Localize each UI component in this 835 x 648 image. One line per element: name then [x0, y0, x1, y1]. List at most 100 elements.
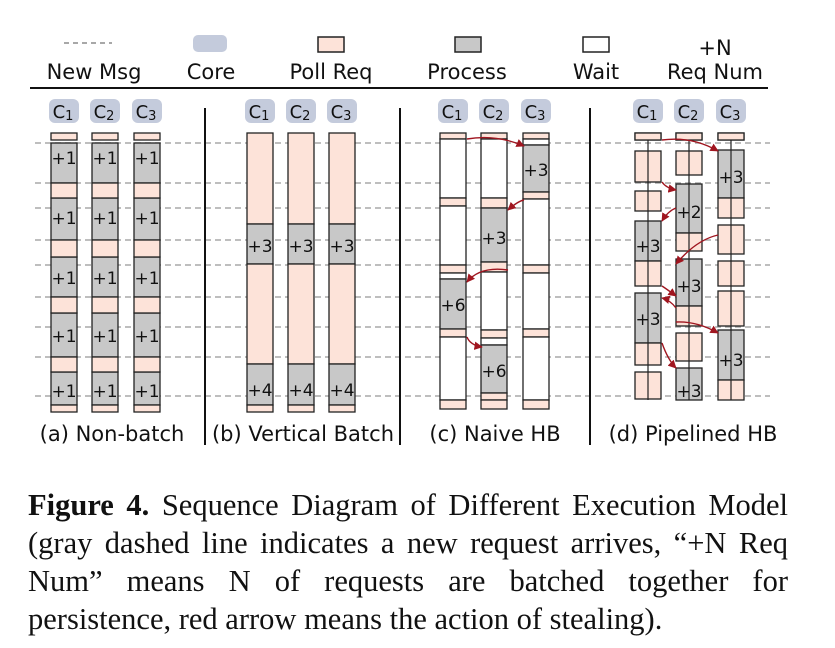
poll-block [439, 399, 467, 410]
process-block [133, 142, 161, 184]
poll-block [50, 404, 78, 413]
batch-label: +1 [134, 269, 159, 289]
core-swatch [193, 35, 227, 52]
steal-arrows [466, 136, 719, 369]
poll-block [328, 263, 356, 365]
core-badge [521, 99, 551, 123]
poll-block [328, 132, 356, 225]
steal-arrow [661, 138, 719, 152]
process-block [91, 142, 119, 184]
poll-block [328, 404, 356, 413]
process-block [91, 312, 119, 358]
wait-block [439, 272, 467, 280]
batch-label: +1 [51, 209, 76, 229]
core-badge [245, 99, 275, 123]
batch-label: +1 [134, 382, 159, 402]
batch-label: +3 [635, 237, 660, 257]
steal-arrow [661, 342, 677, 369]
poll-block [439, 197, 467, 207]
steal-arrow [661, 181, 677, 193]
figure-caption: Figure 4. Sequence Diagram of Different … [28, 486, 788, 638]
panel-b-label: (b) Vertical Batch [212, 422, 394, 446]
timeline-blocks [50, 132, 745, 413]
process-swatch [454, 36, 482, 53]
panel-d-label: (d) Pipelined HB [609, 422, 778, 446]
process-block [287, 223, 315, 265]
poll-block [480, 399, 508, 410]
batch-label: +3 [247, 237, 272, 257]
batch-labels: +1+1+1+1+1+1+1+1+1+1+1+1+1+1+1+3+4+3+4+3… [51, 149, 743, 402]
wait-block [480, 138, 508, 199]
poll-block [91, 182, 119, 199]
batch-label: +1 [92, 327, 117, 347]
poll-block [522, 264, 550, 274]
core-badge [49, 99, 79, 123]
core-badge [674, 99, 704, 123]
panel-c-label: (c) Naive HB [429, 422, 560, 446]
batch-label: +1 [134, 327, 159, 347]
process-block [246, 363, 274, 406]
poll-block [50, 239, 78, 258]
wait-block [522, 198, 550, 266]
batch-label: +4 [329, 381, 354, 401]
core-badge [479, 99, 509, 123]
steal-arrow [507, 199, 525, 211]
steal-arrow [675, 321, 719, 334]
wait-block [522, 138, 550, 146]
batch-label: +1 [51, 382, 76, 402]
batch-label: +6 [481, 362, 506, 382]
figure-number: Figure 4. [28, 488, 150, 522]
process-block [91, 371, 119, 406]
legend-req-num-bottom: Req Num [667, 60, 763, 84]
batch-label: +4 [288, 381, 313, 401]
wait-block [522, 336, 550, 401]
wait-block [439, 205, 467, 266]
batch-label: +1 [51, 327, 76, 347]
poll-block [480, 392, 508, 401]
core-badge [90, 99, 120, 123]
poll-block [133, 239, 161, 258]
poll-block [246, 132, 274, 225]
steal-arrow [466, 268, 509, 283]
core-badge [327, 99, 357, 123]
legend-new-msg: New Msg [47, 60, 142, 84]
poll-block [717, 132, 745, 141]
poll-block [246, 263, 274, 365]
poll-block [246, 404, 274, 413]
batch-label: +3 [718, 168, 743, 188]
poll-block [91, 404, 119, 413]
poll-block [287, 263, 315, 365]
batch-label: +3 [288, 237, 313, 257]
batch-label: +1 [51, 149, 76, 169]
poll-block [133, 132, 161, 141]
process-block [439, 278, 467, 330]
process-block [328, 223, 356, 265]
poll-block [133, 182, 161, 199]
batch-label: +3 [676, 382, 701, 402]
batch-label: +3 [718, 351, 743, 371]
poll-block [50, 356, 78, 373]
poll-block [133, 356, 161, 373]
poll-block [91, 239, 119, 258]
process-block [91, 197, 119, 241]
batch-label: +4 [247, 381, 272, 401]
core-badge [286, 99, 316, 123]
process-block [246, 223, 274, 265]
batch-label: +2 [676, 203, 701, 223]
process-block [480, 207, 508, 263]
batch-label: +6 [440, 296, 465, 316]
batch-label: +3 [635, 310, 660, 330]
batch-label: +3 [676, 277, 701, 297]
legend-core: Core [187, 60, 236, 84]
core-badge [633, 99, 663, 123]
execution-model-diagram: New Msg Core Poll Req Process Wait +N Re… [30, 35, 778, 446]
poll-block [50, 182, 78, 199]
wait-block [480, 337, 508, 346]
process-block [50, 312, 78, 358]
wait-block [439, 138, 467, 199]
batch-label: +1 [51, 269, 76, 289]
steal-arrow [466, 136, 525, 147]
batch-label: +1 [92, 149, 117, 169]
poll-block [91, 132, 119, 141]
